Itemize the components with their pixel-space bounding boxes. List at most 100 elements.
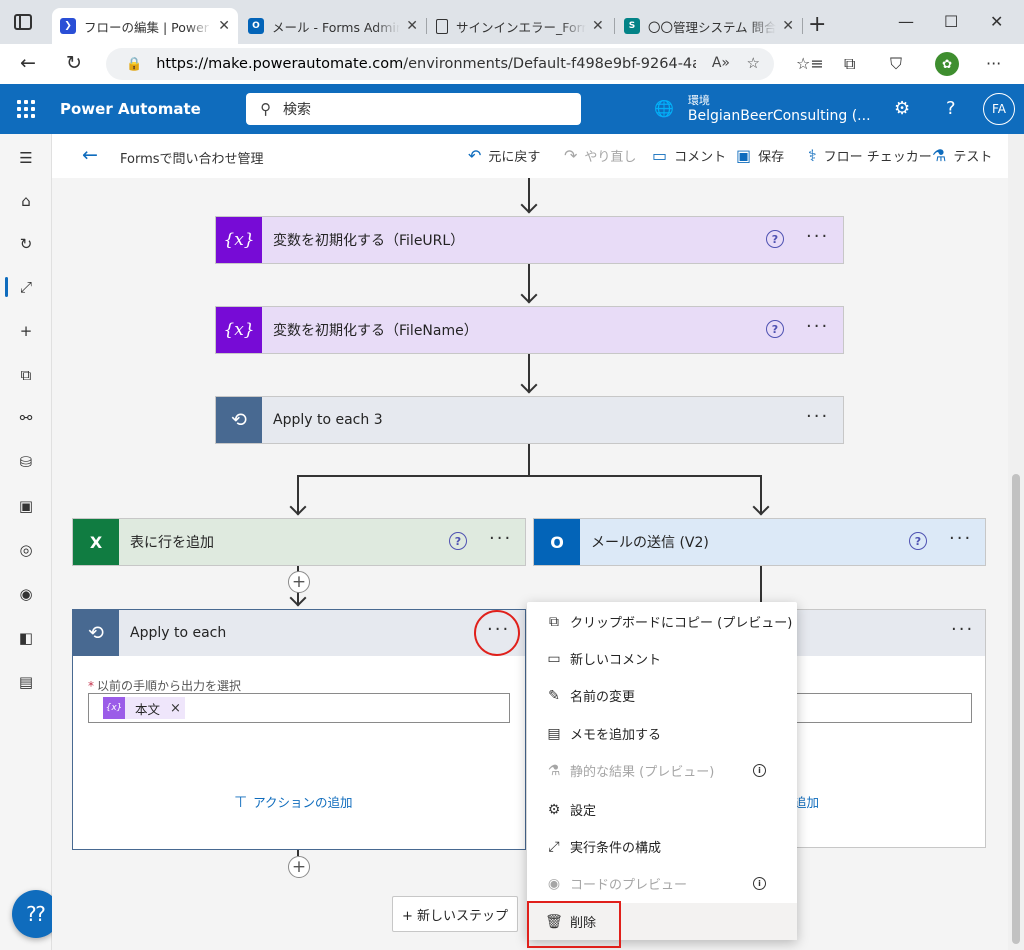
scrollbar-thumb[interactable] — [1012, 474, 1020, 944]
favorites-icon[interactable]: ☆≡ — [796, 54, 824, 73]
read-aloud-icon[interactable]: A» — [711, 55, 730, 71]
command-bar: ← Formsで問い合わせ管理 ↶元に戻す ↷やり直し ▭コメント ▣保存 ⚕フ… — [52, 134, 1008, 178]
back-arrow-icon[interactable]: ← — [82, 144, 98, 166]
insert-step-plus-icon[interactable]: + — [288, 856, 310, 878]
app-name[interactable]: Power Automate — [60, 100, 201, 118]
menu-item-settings[interactable]: ⚙設定 — [527, 791, 797, 828]
help-circle-icon[interactable]: ? — [909, 532, 927, 550]
save-button[interactable]: ▣保存 — [736, 146, 785, 165]
remove-token-icon[interactable]: × — [170, 700, 181, 716]
more-options-icon[interactable]: ··· — [951, 619, 975, 640]
more-options-icon[interactable]: ··· — [806, 316, 830, 337]
highlight-box-annotation — [527, 901, 621, 948]
action-card-apply-to-each-3[interactable]: ⟲ Apply to each 3 ··· — [215, 396, 844, 444]
loop-icon: ⟲ — [216, 397, 262, 443]
add-favorite-icon[interactable]: ☆ — [746, 54, 760, 72]
trash-icon: 🗑 — [545, 913, 563, 930]
browser-tab-flow-edit[interactable]: ❯ フローの編集 | Power Automate ✕ — [52, 8, 238, 44]
menu-item-rename[interactable]: ✎名前の変更 — [527, 677, 797, 714]
undo-button[interactable]: ↶元に戻す — [468, 146, 541, 165]
more-options-icon[interactable]: ··· — [806, 226, 830, 247]
pencil-icon: ✎ — [548, 687, 560, 704]
data-icon[interactable]: ⛁ — [19, 453, 33, 471]
connectors-icon[interactable]: ⚯ — [19, 409, 33, 427]
comment-button[interactable]: ▭コメント — [652, 146, 727, 165]
solutions-icon[interactable]: ◧ — [18, 629, 34, 647]
redo-icon: ↷ — [564, 146, 578, 165]
app-launcher-icon[interactable] — [17, 100, 35, 118]
maximize-icon[interactable]: ☐ — [944, 12, 959, 31]
close-tab-icon[interactable]: ✕ — [406, 18, 418, 34]
monitor-icon[interactable]: ▣ — [18, 497, 34, 515]
hamburger-menu-icon[interactable]: ☰ — [19, 149, 33, 167]
dynamic-content-token[interactable]: {x} 本文 × — [103, 697, 185, 719]
more-options-icon[interactable]: ··· — [806, 406, 830, 427]
avatar[interactable]: FA — [983, 93, 1015, 125]
menu-item-configure-run-after[interactable]: ⤢実行条件の構成 — [527, 828, 797, 865]
loop-icon: ⟲ — [73, 610, 119, 656]
hidden-card-input[interactable] — [796, 693, 972, 723]
search-placeholder: 検索 — [283, 102, 311, 118]
close-tab-icon[interactable]: ✕ — [592, 18, 604, 34]
add-action-button[interactable]: ⊤ アクションの追加 — [234, 792, 353, 811]
browser-tab-management-system[interactable]: S 〇〇管理システム 問合せ ✕ — [616, 8, 803, 44]
action-title: 変数を初期化する（FileURL） — [273, 233, 465, 249]
action-card-initialize-fileurl[interactable]: {x} 変数を初期化する（FileURL） ? ··· — [215, 216, 844, 264]
eye-icon: ◉ — [547, 875, 561, 892]
browser-tab-outlook[interactable]: O メール - Forms Admin - Outlook ✕ — [240, 8, 427, 44]
outlook-icon: O — [248, 18, 264, 34]
search-input[interactable]: ⚲ 検索 — [246, 93, 581, 125]
help-circle-icon[interactable]: ? — [766, 230, 784, 248]
more-options-icon[interactable]: ··· — [489, 528, 513, 549]
ai-hub-icon[interactable]: ◎ — [19, 541, 33, 559]
refresh-icon[interactable]: ↻ — [66, 52, 82, 74]
more-options-icon[interactable]: ··· — [986, 54, 1002, 73]
settings-gear-icon[interactable]: ⚙ — [894, 98, 911, 119]
browser-tab-signin-error[interactable]: サインインエラー_Forms A ✕ — [428, 8, 615, 44]
extension-icon[interactable]: ✿ — [935, 52, 959, 76]
menu-item-new-comment[interactable]: ▭新しいコメント — [527, 640, 797, 677]
action-card-apply-to-each[interactable]: ⟲ Apply to each ··· — [72, 609, 526, 850]
new-step-button[interactable]: + 新しいステップ — [392, 896, 518, 932]
flow-checker-button[interactable]: ⚕フロー チェッカー — [808, 146, 932, 165]
select-output-input[interactable]: {x} 本文 × — [88, 693, 510, 723]
close-window-icon[interactable]: ✕ — [990, 12, 1004, 31]
menu-item-copy-to-clipboard[interactable]: ⧉クリップボードにコピー (プレビュー) — [527, 603, 797, 640]
lock-icon: 🔒 — [126, 56, 143, 72]
collections-icon[interactable]: ⧉ — [844, 54, 856, 73]
variable-icon: {x} — [216, 217, 262, 263]
action-card-hidden-right[interactable]: ··· — [780, 609, 986, 848]
action-card-send-email[interactable]: O メールの送信 (V2) ? ··· — [533, 518, 986, 566]
action-card-initialize-filename[interactable]: {x} 変数を初期化する（FileName） ? ··· — [215, 306, 844, 354]
create-icon[interactable]: + — [19, 322, 33, 340]
menu-item-delete[interactable]: 🗑削除 — [527, 903, 797, 940]
help-circle-icon[interactable]: ? — [766, 320, 784, 338]
insert-step-plus-icon[interactable]: + — [288, 571, 310, 593]
back-icon[interactable]: ← — [20, 52, 36, 74]
add-action-button-right[interactable]: 追加 — [794, 795, 820, 810]
browser-essentials-icon[interactable]: ⛉ — [890, 54, 903, 73]
templates-icon[interactable]: ⧉ — [20, 366, 32, 384]
new-tab-icon[interactable]: + — [808, 12, 827, 37]
close-tab-icon[interactable]: ✕ — [782, 18, 794, 34]
help-circle-icon[interactable]: ? — [449, 532, 467, 550]
url-field[interactable]: 🔒 https://make.powerautomate.com/environ… — [106, 48, 774, 80]
more-options-icon[interactable]: ··· — [949, 528, 973, 549]
close-tab-icon[interactable]: ✕ — [218, 18, 230, 34]
action-card-add-row-to-table[interactable]: X 表に行を追加 ? ··· — [72, 518, 526, 566]
approvals-icon[interactable]: ↻ — [19, 235, 33, 253]
redo-button[interactable]: ↷やり直し — [564, 146, 637, 165]
my-flows-icon[interactable]: ⤢ — [5, 277, 36, 297]
home-icon[interactable]: ⌂ — [21, 192, 31, 210]
environment-picker[interactable]: 🌐 環境 BelgianBeerConsulting (... — [654, 92, 871, 124]
note-icon: ▤ — [547, 725, 561, 742]
minimize-icon[interactable]: — — [898, 12, 914, 31]
test-button[interactable]: ⚗テスト — [932, 146, 993, 165]
comment-icon: ▭ — [547, 650, 561, 667]
learn-icon[interactable]: ▤ — [18, 673, 34, 691]
help-icon[interactable]: ? — [946, 98, 956, 119]
canvas-scrollbar[interactable] — [1008, 134, 1024, 950]
tab-actions-icon[interactable] — [14, 14, 32, 30]
menu-item-add-note[interactable]: ▤メモを追加する — [527, 715, 797, 752]
process-mining-icon[interactable]: ◉ — [19, 585, 33, 603]
